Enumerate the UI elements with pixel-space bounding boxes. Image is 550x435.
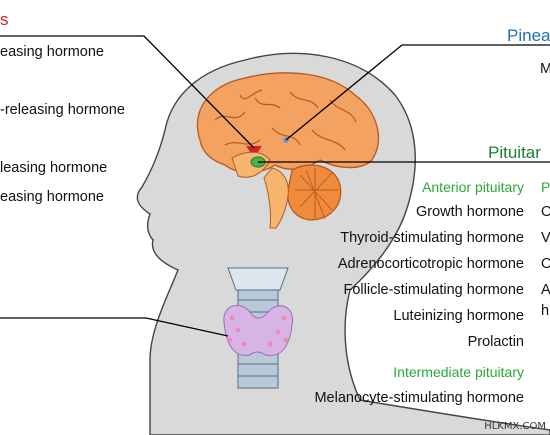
watermark: HLKMX.COM xyxy=(484,421,546,432)
hypothalamus-heading: s xyxy=(0,10,9,29)
intermediate-pituitary-heading: Intermediate pituitary xyxy=(393,364,524,380)
anterior-hormone-1: Growth hormone xyxy=(416,204,524,220)
anterior-hormone-5: Luteinizing hormone xyxy=(393,308,524,324)
posterior-fragment-1: O xyxy=(541,204,550,220)
thyroid-leader xyxy=(0,317,229,337)
pineal-item: M xyxy=(540,61,550,77)
pineal-leader xyxy=(285,44,550,141)
cerebellum-folds xyxy=(295,168,338,220)
posterior-fragment-2: V xyxy=(541,230,550,246)
anterior-hormone-4: Follicle-stimulating hormone xyxy=(343,282,524,298)
hypothalamus-hormone-4: easing hormone xyxy=(0,189,104,205)
posterior-fragment-4: A xyxy=(541,282,550,298)
hypothalamus-leader xyxy=(0,35,255,149)
anterior-hormone-2: Thyroid-stimulating hormone xyxy=(340,230,524,246)
posterior-fragment-3: O xyxy=(541,256,550,272)
pituitary-heading: Pituitar xyxy=(488,143,541,162)
hypothalamus-hormone-1: easing hormone xyxy=(0,44,104,60)
larynx xyxy=(227,267,289,291)
anterior-hormone-3: Adrenocorticotropic hormone xyxy=(337,256,524,272)
intermediate-hormone-1: Melanocyte-stimulating hormone xyxy=(314,390,524,406)
hypothalamus-hormone-2: -releasing hormone xyxy=(0,102,125,118)
posterior-pituitary-heading: P xyxy=(541,179,550,195)
posterior-fragment-5: h xyxy=(541,303,550,319)
hypothalamus-marker xyxy=(246,146,262,152)
thyroid-follicles xyxy=(227,315,289,347)
cerebrum-folds xyxy=(214,89,357,151)
thyroid-gland xyxy=(223,304,294,356)
anterior-hormone-6: Prolactin xyxy=(467,334,524,350)
anterior-pituitary-heading: Anterior pituitary xyxy=(422,179,524,195)
pineal-heading: Pinea xyxy=(507,26,550,45)
hypothalamus-hormone-3: leasing hormone xyxy=(0,160,108,176)
brainstem xyxy=(263,167,289,229)
